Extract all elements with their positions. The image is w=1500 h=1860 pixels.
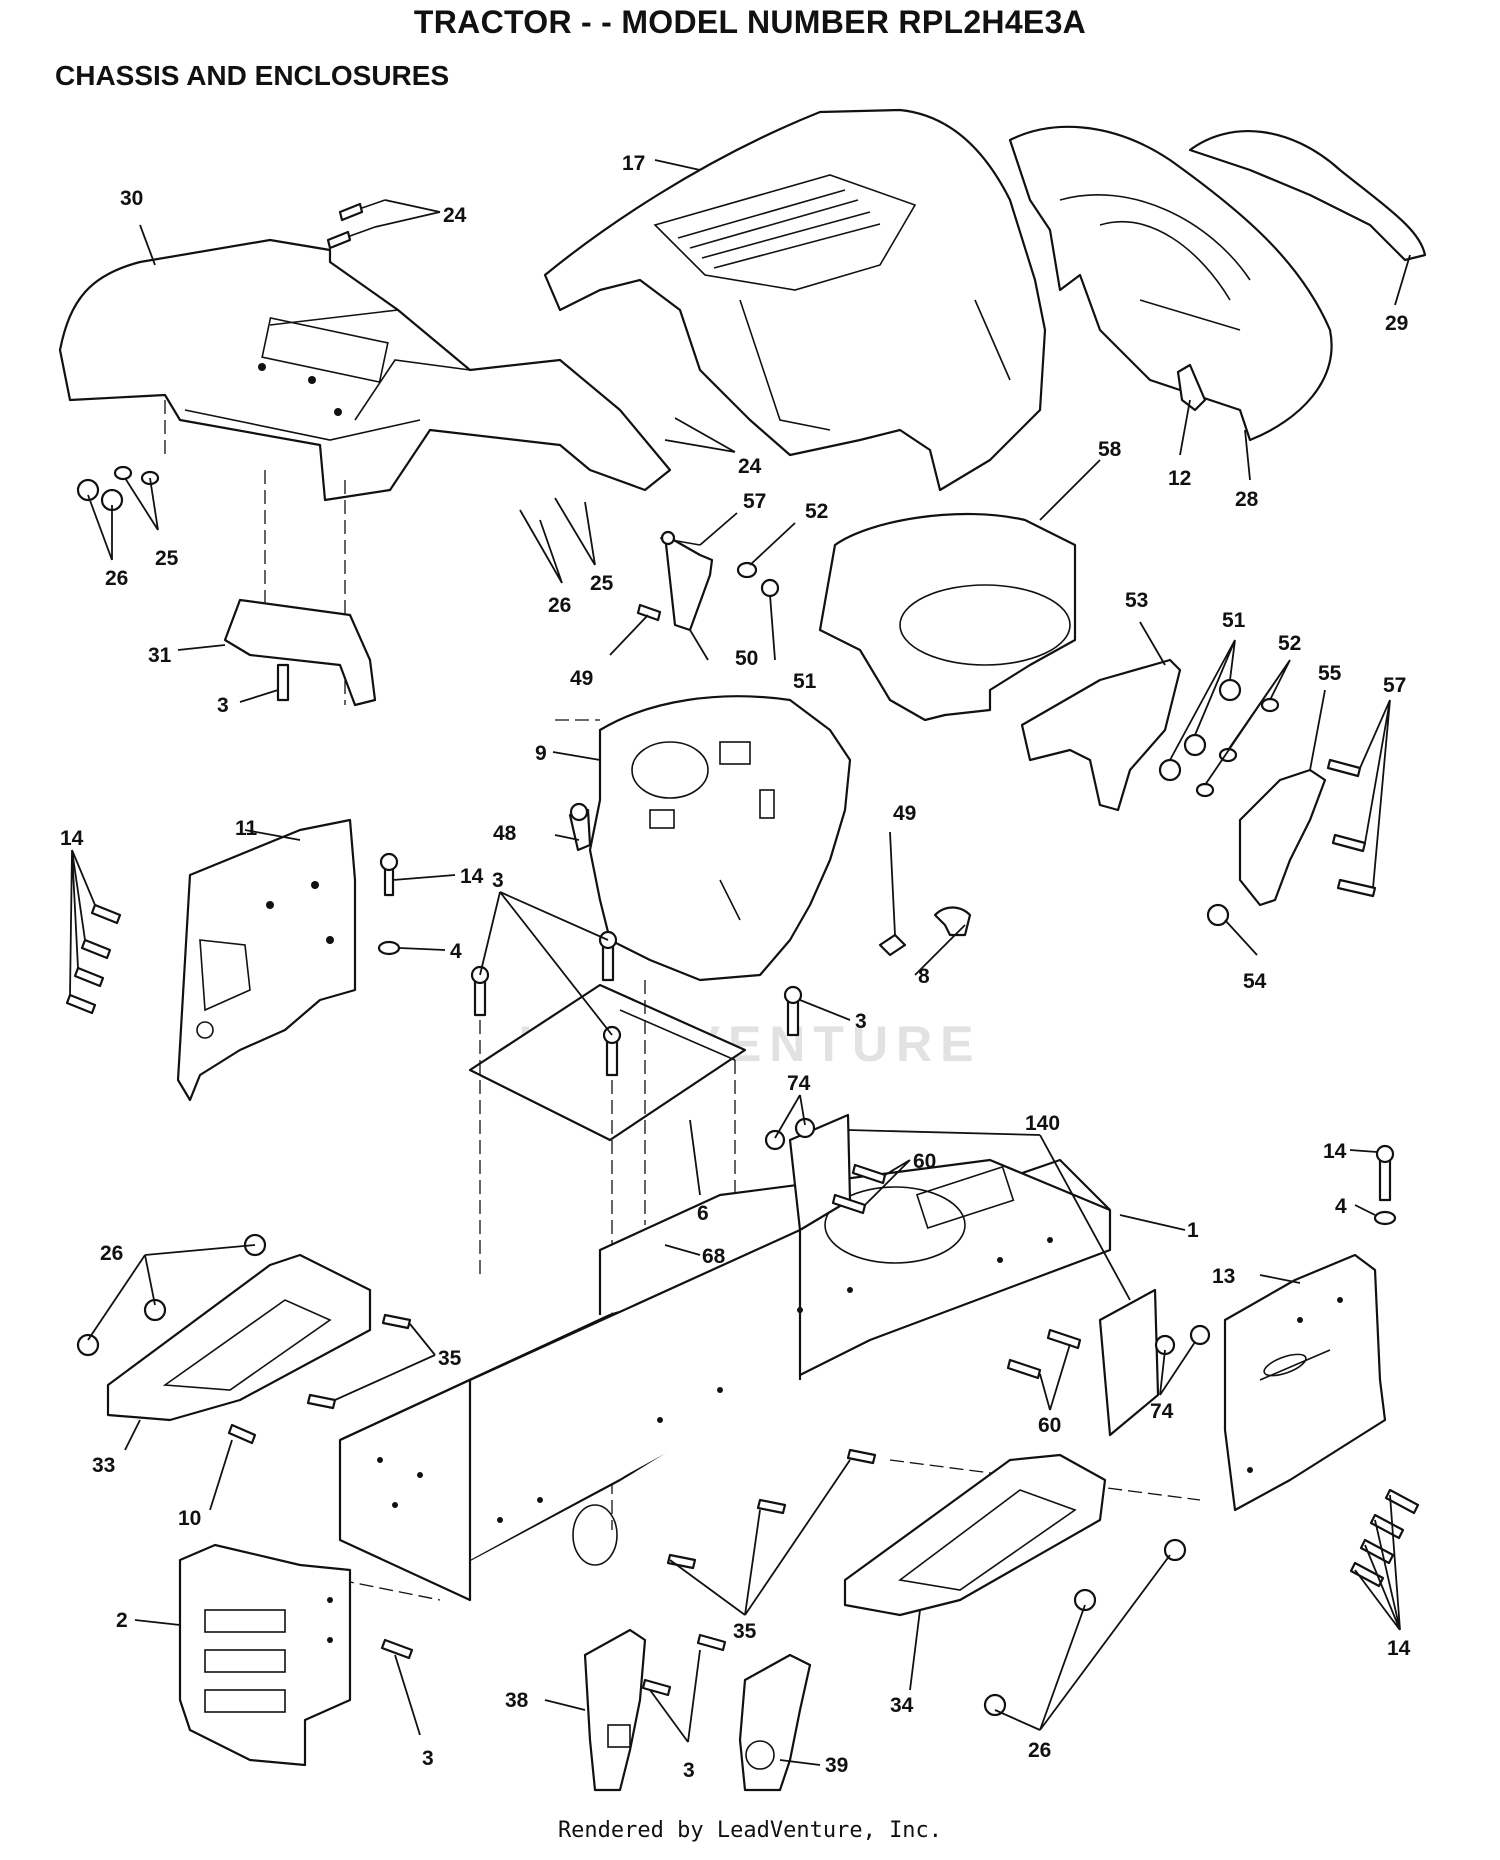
part-58-pan — [818, 512, 1077, 722]
callout-52: 52 — [1278, 632, 1301, 655]
part-55-bracket — [1238, 768, 1327, 907]
footer-credit: Rendered by LeadVenture, Inc. — [557, 1818, 943, 1843]
callout-29: 29 — [1385, 312, 1408, 335]
callout-140: 140 — [1025, 1112, 1060, 1135]
part-50-57-hardware — [636, 530, 780, 632]
part-34-footrest — [843, 1453, 1107, 1617]
callout-33: 33 — [92, 1454, 115, 1477]
part-14-4-hardware-right — [1349, 1144, 1420, 1588]
callout-50: 50 — [735, 647, 758, 670]
callout-4: 4 — [450, 940, 462, 963]
callout-57: 57 — [1383, 674, 1406, 697]
callout-26: 26 — [1028, 1739, 1051, 1762]
callout-52: 52 — [805, 500, 828, 523]
callout-14: 14 — [1323, 1140, 1347, 1163]
callout-55: 55 — [1318, 662, 1342, 685]
part-33-footrest — [106, 1253, 372, 1422]
callout-68: 68 — [702, 1245, 726, 1268]
callout-3: 3 — [855, 1010, 867, 1033]
callout-54: 54 — [1243, 970, 1267, 993]
part-11-side-panel — [176, 818, 357, 1102]
part-30-fender — [58, 238, 672, 502]
callout-74: 74 — [787, 1072, 811, 1095]
callout-60: 60 — [913, 1150, 936, 1173]
leader-lines — [69, 159, 1411, 1766]
callout-35: 35 — [438, 1347, 462, 1370]
part-2-rear-plate — [178, 1543, 352, 1767]
part-31-bracket — [223, 598, 377, 707]
callout-31: 31 — [148, 644, 172, 667]
callout-39: 39 — [825, 1754, 848, 1777]
part-17-hood — [543, 108, 1047, 492]
callout-1: 1 — [1187, 1219, 1199, 1242]
callout-3: 3 — [492, 869, 504, 892]
part-25-26-hardware-left — [76, 465, 160, 512]
part-53-bracket — [1020, 658, 1182, 812]
callout-38: 38 — [505, 1689, 529, 1712]
callout-8: 8 — [918, 965, 930, 988]
part-3-screw-rear — [380, 1638, 414, 1660]
callout-14: 14 — [460, 865, 484, 888]
callout-53: 53 — [1125, 589, 1148, 612]
callout-51: 51 — [793, 670, 817, 693]
part-29-lens — [1188, 130, 1427, 262]
callout-6: 6 — [697, 1202, 709, 1225]
part-3-screws-lower — [641, 1633, 727, 1697]
callout-labels: 17 30 24 24 29 12 28 58 57 52 25 26 25 2… — [60, 152, 1411, 1782]
callout-10: 10 — [178, 1507, 201, 1530]
part-26-35-hardware-right — [666, 1448, 1187, 1717]
callout-58: 58 — [1098, 438, 1122, 461]
part-24-bolts-upper — [326, 199, 386, 250]
callout-11: 11 — [235, 817, 258, 840]
part-12-clip — [1176, 363, 1207, 412]
callout-4: 4 — [1335, 1195, 1347, 1218]
part-26-35-10-hardware-left — [76, 1233, 412, 1445]
callout-51: 51 — [1222, 609, 1246, 632]
callout-25: 25 — [155, 547, 179, 570]
callout-49: 49 — [893, 802, 916, 825]
callout-14: 14 — [60, 827, 84, 850]
part-13-side-panel — [1223, 1253, 1387, 1512]
callout-2: 2 — [116, 1609, 128, 1632]
callout-26: 26 — [105, 567, 128, 590]
callout-12: 12 — [1168, 467, 1191, 490]
part-9-dash-panel — [588, 695, 852, 982]
callout-30: 30 — [120, 187, 143, 210]
callout-34: 34 — [890, 1694, 914, 1717]
callout-9: 9 — [535, 742, 547, 765]
callout-28: 28 — [1235, 488, 1259, 511]
part-28-grille — [1008, 125, 1333, 442]
callout-25: 25 — [590, 572, 614, 595]
section-title: CHASSIS AND ENCLOSURES — [55, 60, 450, 91]
callout-26: 26 — [548, 594, 571, 617]
callout-13: 13 — [1212, 1265, 1235, 1288]
callout-14: 14 — [1387, 1637, 1411, 1660]
callout-3: 3 — [217, 694, 229, 717]
callout-3: 3 — [422, 1747, 434, 1770]
part-38-bracket — [583, 1628, 647, 1792]
callout-57: 57 — [743, 490, 766, 513]
callout-48: 48 — [493, 822, 517, 845]
part-39-bracket — [738, 1653, 812, 1792]
callout-24: 24 — [738, 455, 762, 478]
callout-60: 60 — [1038, 1414, 1061, 1437]
part-3-screws-center — [470, 930, 803, 1077]
part-140-brackets — [764, 1113, 1211, 1437]
callout-3: 3 — [683, 1759, 695, 1782]
callout-74: 74 — [1150, 1400, 1174, 1423]
part-14-bolts-left — [65, 852, 401, 1015]
callout-17: 17 — [622, 152, 645, 175]
callout-49: 49 — [570, 667, 593, 690]
page-title: TRACTOR - - MODEL NUMBER RPL2H4E3A — [413, 4, 1087, 40]
callout-35: 35 — [733, 1620, 757, 1643]
part-1-frame — [338, 1158, 1112, 1602]
callout-26: 26 — [100, 1242, 123, 1265]
callout-24: 24 — [443, 204, 467, 227]
